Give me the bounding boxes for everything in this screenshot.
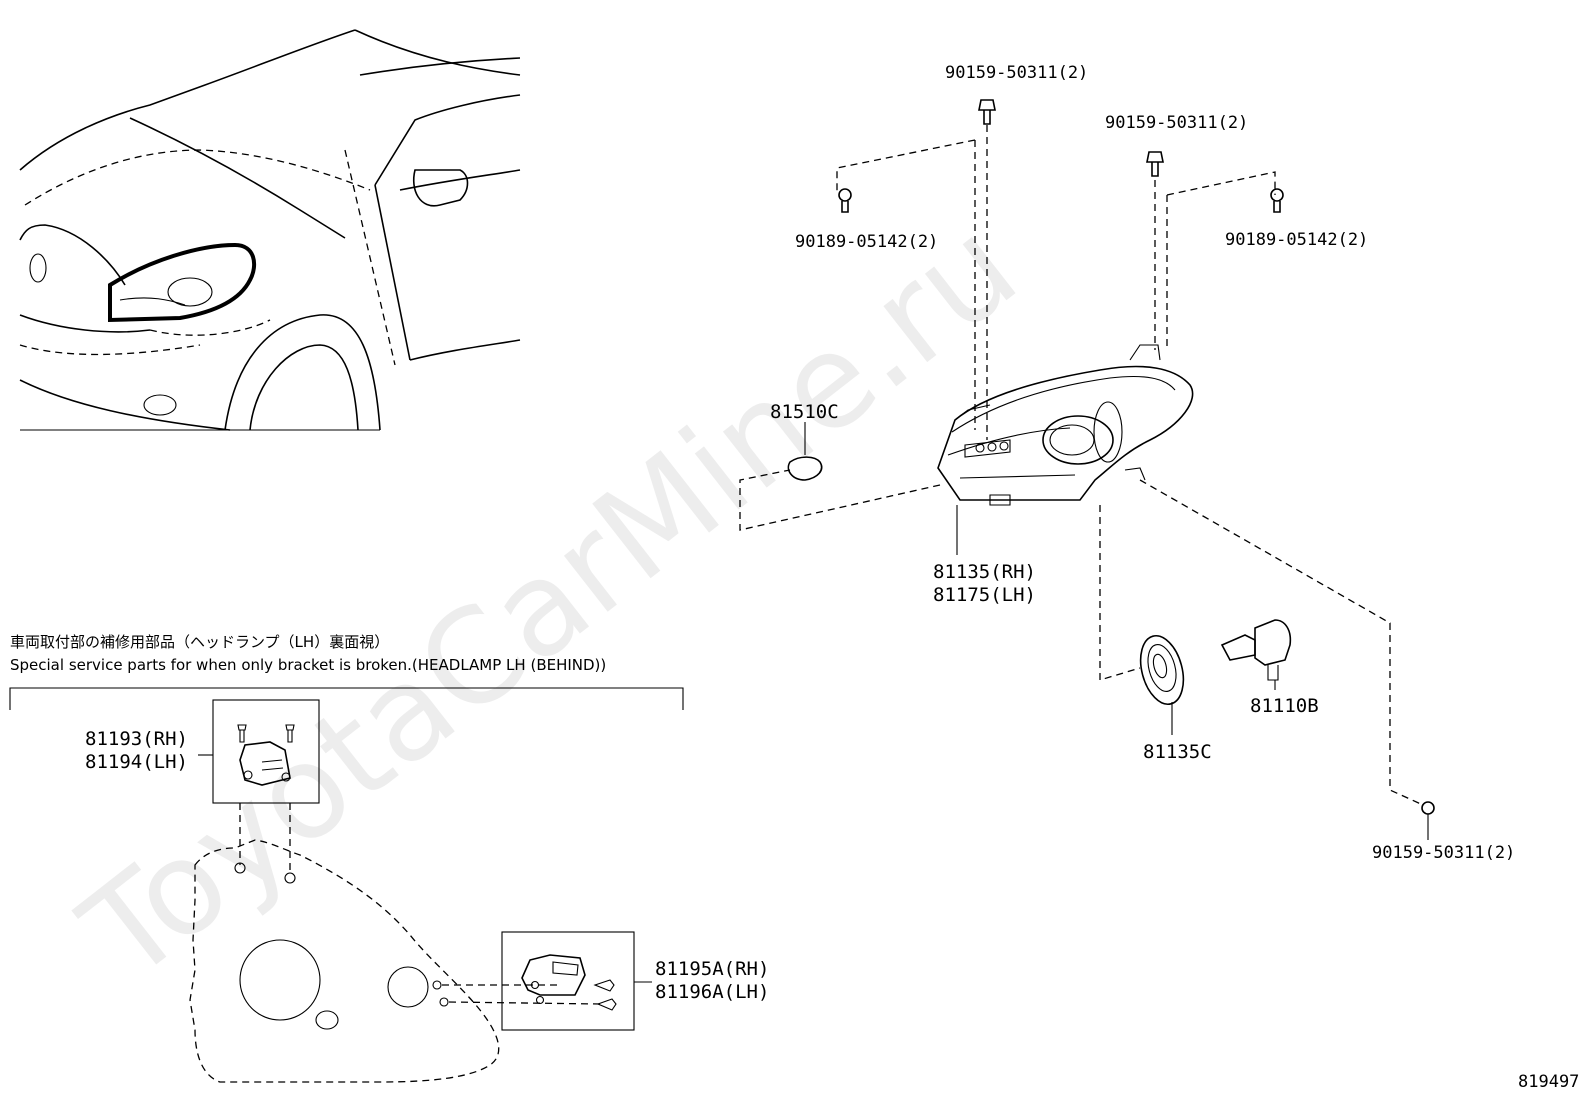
label-bracket-upper-lh: 81194(LH)	[85, 751, 188, 773]
leader-bracket-lower-bottom	[448, 1001, 601, 1005]
bulb-cover[interactable]	[787, 422, 823, 481]
bolt-bottom-right[interactable]	[1421, 801, 1435, 840]
diagram-id: 819497	[1518, 1072, 1579, 1092]
bolt-top-center[interactable]	[978, 99, 996, 125]
clip-right[interactable]	[1270, 188, 1284, 213]
bolt-top-right[interactable]	[1146, 151, 1164, 177]
label-bracket-lower-rh: 81195A(RH)	[655, 958, 769, 980]
headlamp-back-housing	[189, 839, 500, 1083]
label-bulb: 81110B	[1250, 695, 1319, 717]
label-clip-left: 90189-05142(2)	[795, 232, 938, 252]
label-bolt-top-center: 90159-50311(2)	[945, 63, 1088, 83]
label-bracket-lower-lh: 81196A(LH)	[655, 981, 769, 1003]
label-bolt-top-right: 90159-50311(2)	[1105, 113, 1248, 133]
note-bracket-line	[9, 687, 684, 710]
car-overview-illustration	[19, 29, 521, 431]
bracket-lower-kit[interactable]	[501, 931, 635, 1031]
socket-cover[interactable]	[1134, 631, 1191, 735]
bulb[interactable]	[1220, 619, 1292, 690]
bracket-upper-kit[interactable]	[212, 699, 320, 804]
label-bracket-upper-rh: 81193(RH)	[85, 728, 188, 750]
label-clip-right: 90189-05142(2)	[1225, 230, 1368, 250]
label-bolt-bottom-right: 90159-50311(2)	[1372, 843, 1515, 863]
headlamp-assembly[interactable]	[937, 344, 1194, 506]
label-headlamp-lh: 81175(LH)	[933, 584, 1036, 606]
label-socket-cover: 81135C	[1143, 741, 1212, 763]
label-bulb-cover: 81510C	[770, 401, 839, 423]
leader-lines	[739, 125, 1424, 806]
clip-left[interactable]	[838, 188, 852, 213]
label-headlamp-rh: 81135(RH)	[933, 561, 1036, 583]
note-english: Special service parts for when only brac…	[10, 656, 606, 674]
note-japanese: 車両取付部の補修用部品（ヘッドランプ（LH）裏面視）	[10, 633, 389, 651]
